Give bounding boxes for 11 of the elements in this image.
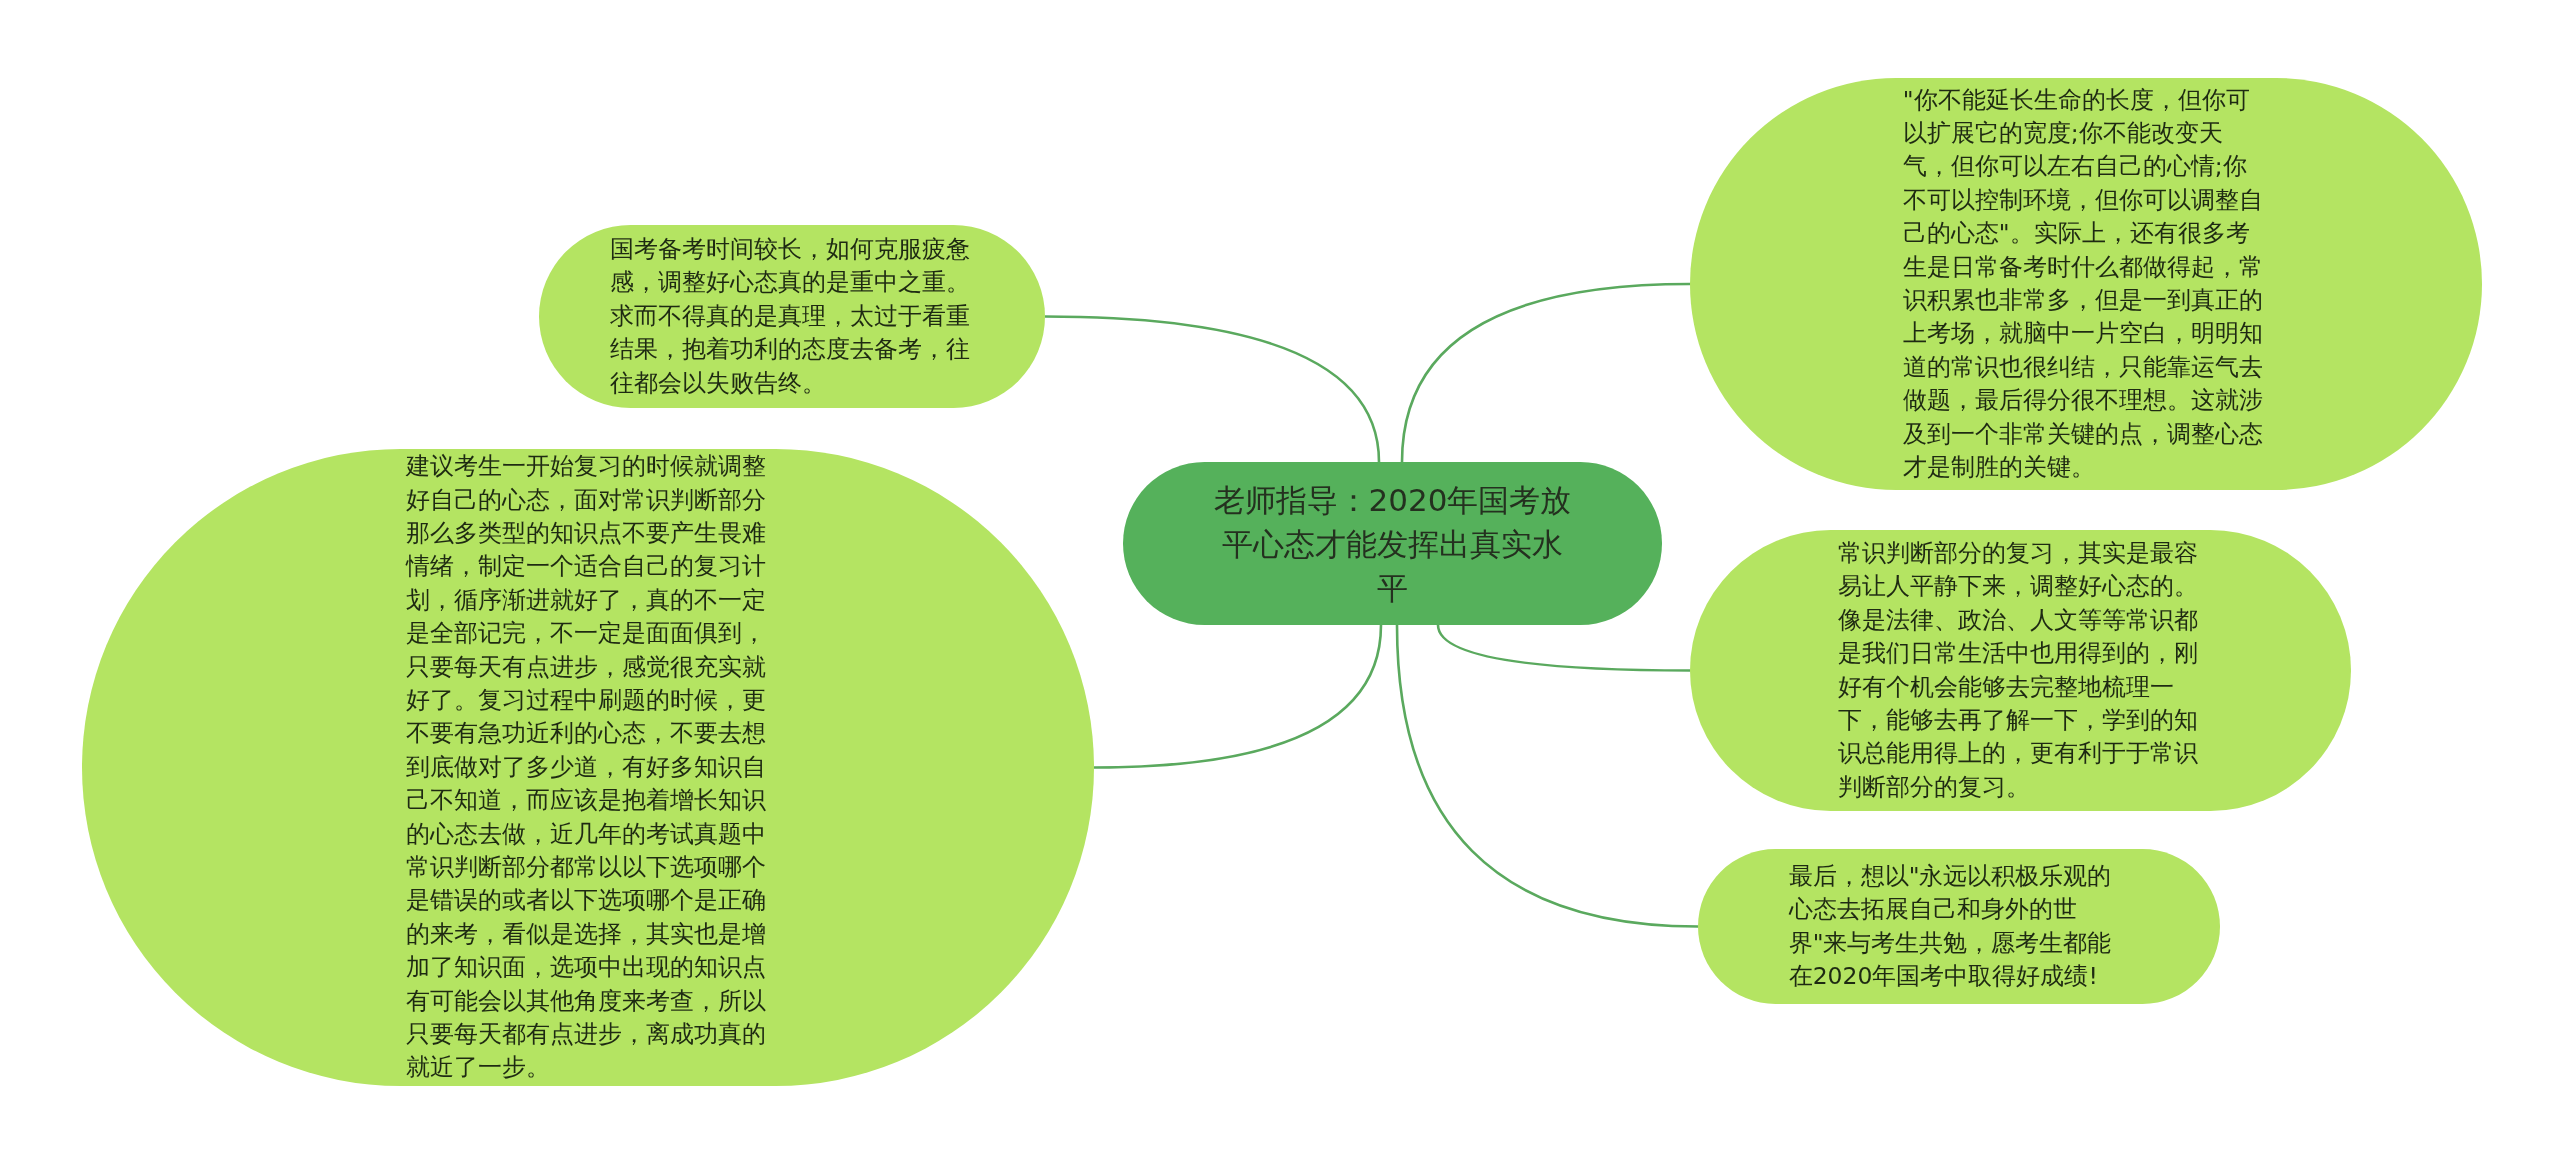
connector-line [1400, 282, 1691, 463]
connector-line [1093, 624, 1383, 769]
connector-line [1395, 624, 1699, 928]
connector-line [1436, 624, 1690, 672]
topic-text: 国考备考时间较长，如何克服疲惫感，调整好心态真的是重中之重。求而不得真的是真理，太过于看重结果，抱着功利的态度去备考，往往都会以失败告终。 [609, 234, 971, 399]
topic-text: 常识判断部分的复习，其实是最容易让人平静下来，调整好心态的。像是法律、政治、人文等等常识都是我们日常生活中也用得到的，刚好有个机会能够去完整地梳理一下，能够去再了解一下，学到的知识总能用得上的，更有利于于常识判断部分的复习。 [1838, 537, 2200, 803]
topic-text: 建议考生一开始复习的时候就调整好自己的心态，面对常识判断部分那么多类型的知识点不要产生畏难情绪，制定一个适合自己的复习计划，循序渐进就好了，真的不一定是全部记完，不一定是面面俱到，只要每天有点进步，感觉很充实就好了。复习过程中刷题的时候，更不要有急功近利的心态，不要去想到底做对了多少道，有好多知识自己不知道，而应该是抱着增长知识的心态去做，近几年的考试真题中常识判断部分都常以以下选项哪个是错误的或者以下选项哪个是正确的来考，看似是选择，其实也是增加了知识面，选项中出现的知识点有可能会以其他角度来考查，所以只要每天都有点进步，离成功真的就近了一步。 [405, 451, 767, 1084]
topic-text: "你不能延长生命的长度，但你可以扩展它的宽度;你不能改变天气，但你可以左右自己的心情;你不可以控制环境，但你可以调整自己的心态"。实际上，还有很多考生是日常备考时什么都做得起，常识积累也非常多，但是一到真正的上考场，就脑中一片空白，明明知道的常识也很纠结，只能靠运气去做题，最后得分很不理想。这就涉及到一个非常关键的点，调整心态才是制胜的关键。 [1902, 84, 2264, 484]
connector-line [1044, 315, 1381, 463]
topic-text: 最后，想以"永远以积极乐观的心态去拓展自己和身外的世界"来与考生共勉，愿考生都能在2020年国考中取得好成绩! [1788, 860, 2113, 992]
topic-text: 老师指导：2020年国考放平心态才能发挥出真实水平 [1212, 480, 1573, 608]
